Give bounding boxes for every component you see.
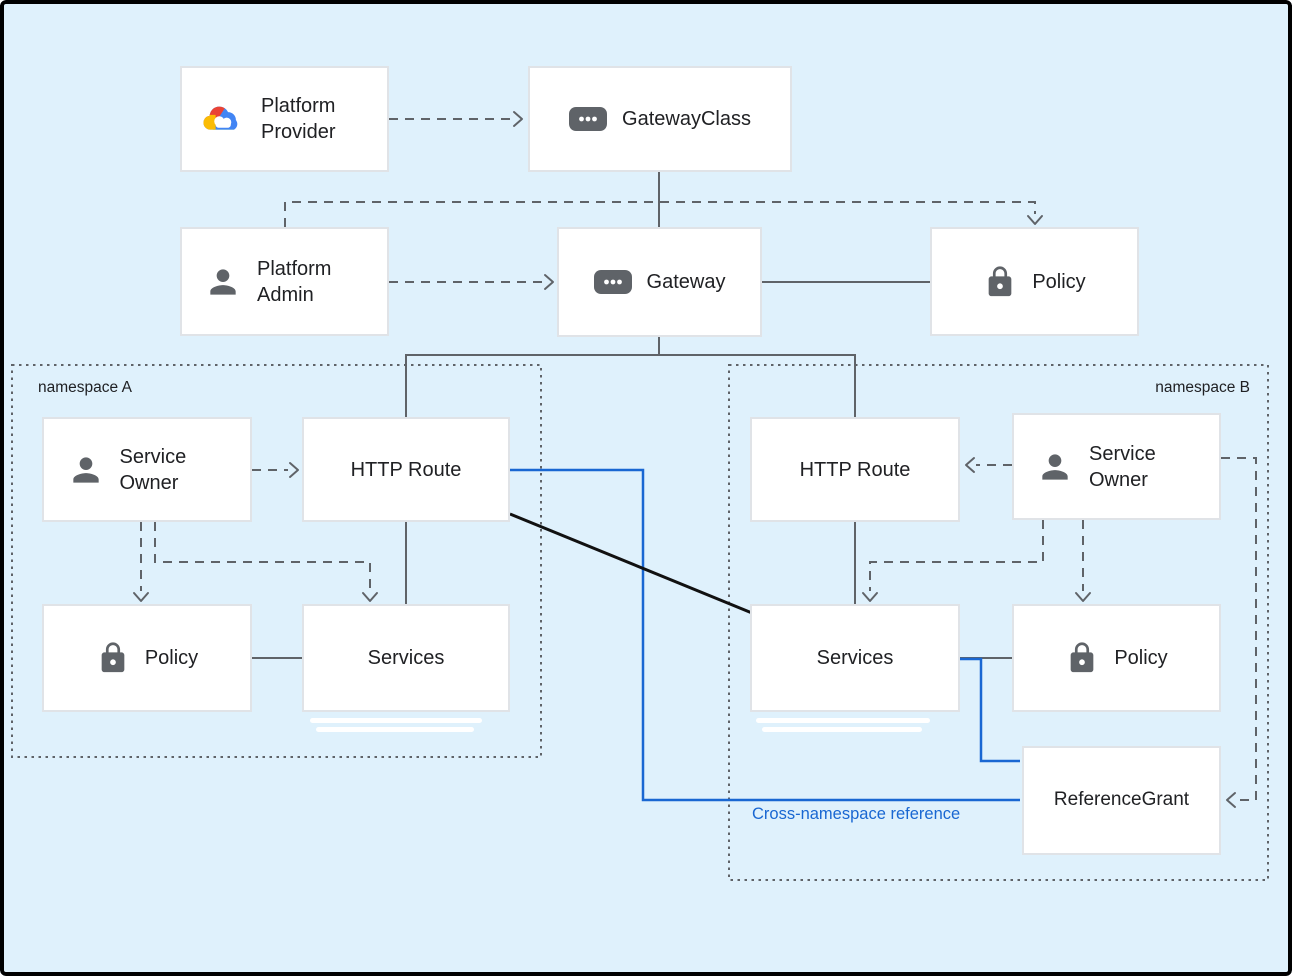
node-platform-provider: Platform Provider	[180, 66, 389, 172]
node-label: Policy	[1114, 647, 1168, 669]
edge-service-owner-b-to-reference-grant	[1221, 457, 1257, 801]
edge-service-owner-b-to-services-b	[869, 520, 1044, 591]
node-policy-b: Policy	[1012, 604, 1221, 712]
node-policy-a: Policy	[42, 604, 252, 712]
arrowhead-policy-b	[1075, 592, 1091, 602]
namespace-a-boundary	[11, 364, 542, 758]
services-a-stack-bar	[310, 718, 482, 723]
node-http-route-b: HTTP Route	[750, 417, 960, 522]
arrowhead-services-b	[862, 592, 878, 602]
node-label: Platform Admin	[257, 257, 332, 306]
person-icon	[67, 451, 105, 489]
arrowhead-reference-grant	[1226, 792, 1236, 808]
services-b-stack-bar	[762, 727, 922, 732]
arrowhead-services-a	[362, 592, 378, 602]
node-gatewayclass: GatewayClass	[528, 66, 792, 172]
node-policy-top: Policy	[930, 227, 1139, 336]
node-label: Platform Provider	[261, 95, 336, 143]
lock-icon	[1065, 641, 1099, 675]
cross-namespace-reference-label: Cross-namespace reference	[752, 805, 961, 823]
namespace-b-boundary	[728, 364, 1269, 881]
services-a-stack-bar	[316, 727, 474, 732]
resource-chip-icon	[593, 270, 632, 294]
node-label: Services	[367, 647, 445, 669]
node-gateway: Gateway	[557, 227, 762, 337]
node-label: Gateway	[646, 271, 726, 293]
edge-http-route-a-to-reference-grant	[510, 468, 1020, 802]
node-services-b: Services	[750, 604, 960, 712]
namespace-b-label: namespace B	[1155, 379, 1250, 396]
node-label: HTTP Route	[799, 458, 911, 481]
services-b-stack-bar	[756, 718, 930, 723]
node-service-owner-b: Service Owner	[1012, 413, 1221, 520]
person-icon	[1036, 448, 1074, 486]
node-label: Policy	[144, 647, 199, 669]
edge-gateway-to-http-routes	[405, 354, 856, 417]
person-icon	[204, 263, 242, 301]
lock-icon	[96, 641, 130, 675]
edge-service-owner-a-to-services-a	[154, 522, 371, 591]
namespace-a-label: namespace A	[38, 379, 132, 396]
node-label: Service Owner	[1089, 442, 1156, 491]
arrowhead-gatewayclass	[513, 111, 523, 127]
node-label: GatewayClass	[622, 108, 751, 130]
resource-chip-icon	[569, 107, 608, 131]
arrowhead-gateway	[544, 274, 554, 290]
arrowhead-http-route-a	[289, 462, 299, 478]
edge-services-b-to-reference-grant	[959, 657, 1020, 763]
arrowhead-policy-top	[1027, 215, 1043, 225]
node-label: ReferenceGrant	[1053, 789, 1190, 811]
node-service-owner-a: Service Owner	[42, 417, 252, 522]
node-reference-grant: ReferenceGrant	[1022, 746, 1221, 855]
node-label: Services	[816, 647, 894, 669]
arrowhead-policy-a	[133, 592, 149, 602]
node-services-a: Services	[302, 604, 510, 712]
edge-http-route-a-to-services-b	[509, 512, 753, 615]
node-label: Service Owner	[119, 445, 187, 494]
node-label: HTTP Route	[350, 458, 462, 481]
node-http-route-a: HTTP Route	[302, 417, 510, 522]
node-platform-admin: Platform Admin	[180, 227, 389, 336]
arrowhead-http-route-b	[965, 457, 975, 473]
lock-icon	[983, 265, 1017, 299]
google-cloud-icon	[200, 101, 246, 138]
node-label: Policy	[1032, 270, 1086, 293]
